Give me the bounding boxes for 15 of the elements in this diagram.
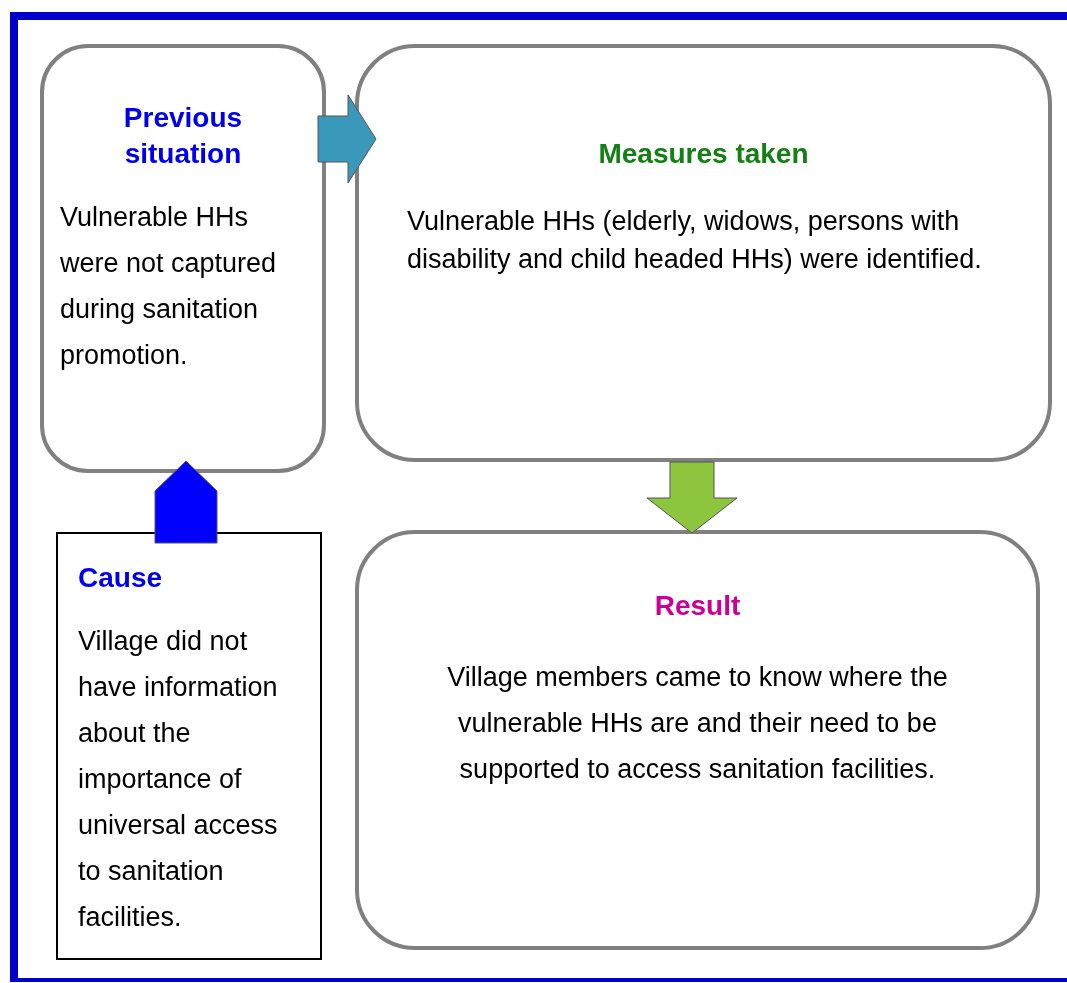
rounded-box	[355, 530, 1040, 950]
box-text: Vulnerable HHs were not captured during sanitation promotion.	[59, 201, 278, 372]
box-text: Vulnerable HHs (elderly, widows, persons with disability and child headed HHs) were identified.	[406, 205, 983, 276]
block-arrow	[154, 460, 218, 544]
cause-box	[56, 532, 322, 960]
rounded-box	[40, 44, 326, 473]
box-heading: Measures taken	[597, 137, 810, 171]
block-arrow	[646, 461, 738, 534]
rounded-box	[355, 44, 1052, 462]
box-text: Village members came to know where the vulnerable HHs are and their need to be supported to access sanitation facilities.	[446, 661, 949, 786]
block-arrow	[317, 94, 377, 184]
box-heading: Result	[653, 589, 742, 623]
box-heading: Cause	[78, 561, 164, 595]
box-text: Village did not have information about the importance of universal access to sanitation facilities.	[78, 625, 279, 934]
box-heading: Previous situation	[122, 101, 244, 171]
